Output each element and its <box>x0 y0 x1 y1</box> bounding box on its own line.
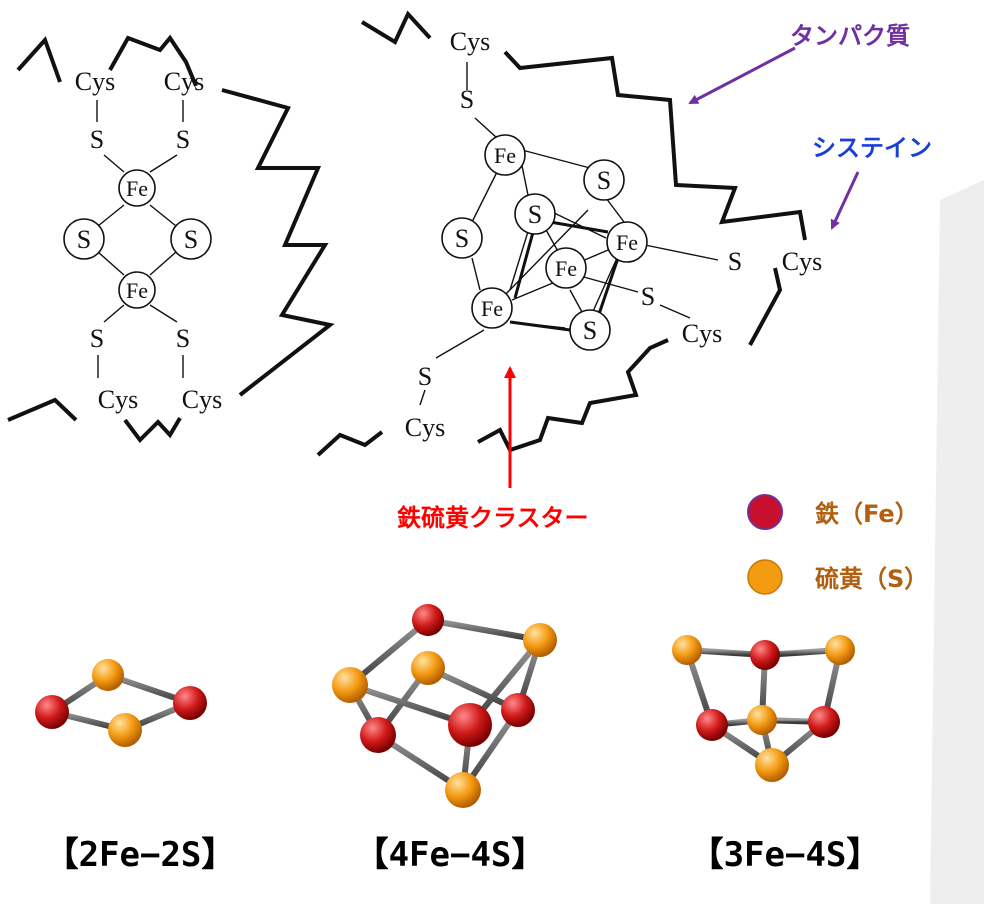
formula-4fe4s: 【4Fe−4S】 <box>355 835 546 875</box>
sulfur-ball <box>92 659 124 691</box>
protein-annotation: タンパク質 <box>790 22 910 50</box>
fe-label: Fe <box>494 143 516 168</box>
iron-ball <box>173 686 207 720</box>
s-label: S <box>90 324 104 353</box>
background-shading <box>930 180 984 904</box>
s-atom <box>569 309 611 351</box>
cys-label: Cys <box>682 319 722 348</box>
iron-ball <box>750 640 780 670</box>
fe-atom <box>545 247 587 289</box>
formula-3fe4s: 【3Fe−4S】 <box>690 835 881 875</box>
s-label: S <box>184 225 198 254</box>
formula-2fe2s: 【2Fe−2S】 <box>45 835 236 875</box>
sulfur-ball <box>747 705 777 735</box>
s-label: S <box>176 125 190 154</box>
iron-legend-dot <box>747 494 783 530</box>
fe-atom <box>606 221 648 263</box>
cluster-annotation: 鉄硫黄クラスター <box>397 504 589 532</box>
s-atom <box>514 193 556 235</box>
fe-label: Fe <box>616 230 638 255</box>
cys-label: Cys <box>182 385 222 414</box>
cysteine-arrow <box>830 171 860 230</box>
s-atom-ring-left <box>63 218 105 260</box>
protein-chain-left-top-b <box>108 34 198 87</box>
s-label: S <box>641 282 655 311</box>
protein-chain-left-right <box>221 88 335 397</box>
model-2fe2s <box>35 659 207 747</box>
right-structure-4fe4s: Cys S Fe S S S Fe Fe Fe S S Cys S Cys S … <box>316 10 822 457</box>
iron-ball <box>448 703 492 747</box>
cysteine-annotation: システイン <box>812 134 932 162</box>
cys-label: Cys <box>75 67 115 96</box>
cys-label: Cys <box>164 67 204 96</box>
cys-label: Cys <box>450 27 490 56</box>
protein-chain-right-bottom <box>477 338 669 453</box>
cys-label: Cys <box>405 413 445 442</box>
sulfur-legend-label: 硫黄（S） <box>815 565 928 593</box>
s-label: S <box>77 225 91 254</box>
right-cube-edges <box>509 220 620 332</box>
model-4fe4s <box>332 604 557 808</box>
protein-chain-left-bottom-b <box>123 416 182 444</box>
s-label: S <box>583 316 597 345</box>
fe-label: Fe <box>555 256 577 281</box>
protein-chain-right-top-a <box>360 10 432 45</box>
iron-ball <box>501 693 535 727</box>
s-atom <box>583 159 625 201</box>
cys-label: Cys <box>98 385 138 414</box>
sulfur-ball <box>445 772 481 808</box>
s-label: S <box>460 85 474 114</box>
s-label: S <box>728 247 742 276</box>
iron-ball <box>696 709 728 741</box>
protein-chain-right-side <box>748 267 783 346</box>
sulfur-ball <box>411 651 445 685</box>
protein-chain-right-bottom-a <box>316 430 384 457</box>
s-label: S <box>90 125 104 154</box>
sulfur-ball <box>672 635 702 665</box>
iron-legend-label: 鉄（Fe） <box>815 500 919 528</box>
sulfur-ball <box>755 748 789 782</box>
fe-label: Fe <box>126 176 148 201</box>
protein-chain-right-top-b <box>503 50 807 241</box>
s-label: S <box>597 166 611 195</box>
model-3fe4s <box>672 635 855 782</box>
protein-chain-left-bottom-a <box>7 397 78 422</box>
sulfur-legend-dot <box>747 559 783 595</box>
iron-ball <box>35 695 69 729</box>
sulfur-ball <box>108 713 142 747</box>
cys-label: Cys <box>782 247 822 276</box>
fe-label: Fe <box>481 296 503 321</box>
fe-label: Fe <box>126 278 148 303</box>
iron-ball <box>360 717 396 753</box>
sulfur-ball <box>825 635 855 665</box>
iron-ball <box>808 706 840 738</box>
s-label: S <box>528 200 542 229</box>
left-bonds <box>96 100 184 378</box>
sulfur-ball <box>332 667 368 703</box>
iron-ball <box>412 604 444 636</box>
fe-atom-bottom <box>118 271 156 309</box>
sulfur-ball <box>523 623 557 657</box>
legend: 鉄（Fe） 硫黄（S） <box>747 494 928 595</box>
protein-chain-left-top-a <box>16 36 62 83</box>
s-atom-ring-right <box>170 218 212 260</box>
s-label: S <box>176 324 190 353</box>
s-atom <box>441 217 483 259</box>
s-label: S <box>418 362 432 391</box>
s-label: S <box>455 224 469 253</box>
fe-atom-top <box>118 169 156 207</box>
left-structure-2fe2s: Cys Cys S S Fe S S Fe S S Cys Cys <box>7 34 335 444</box>
fe-atom <box>471 287 513 329</box>
protein-arrow <box>688 46 796 105</box>
fe-atom <box>484 134 526 176</box>
